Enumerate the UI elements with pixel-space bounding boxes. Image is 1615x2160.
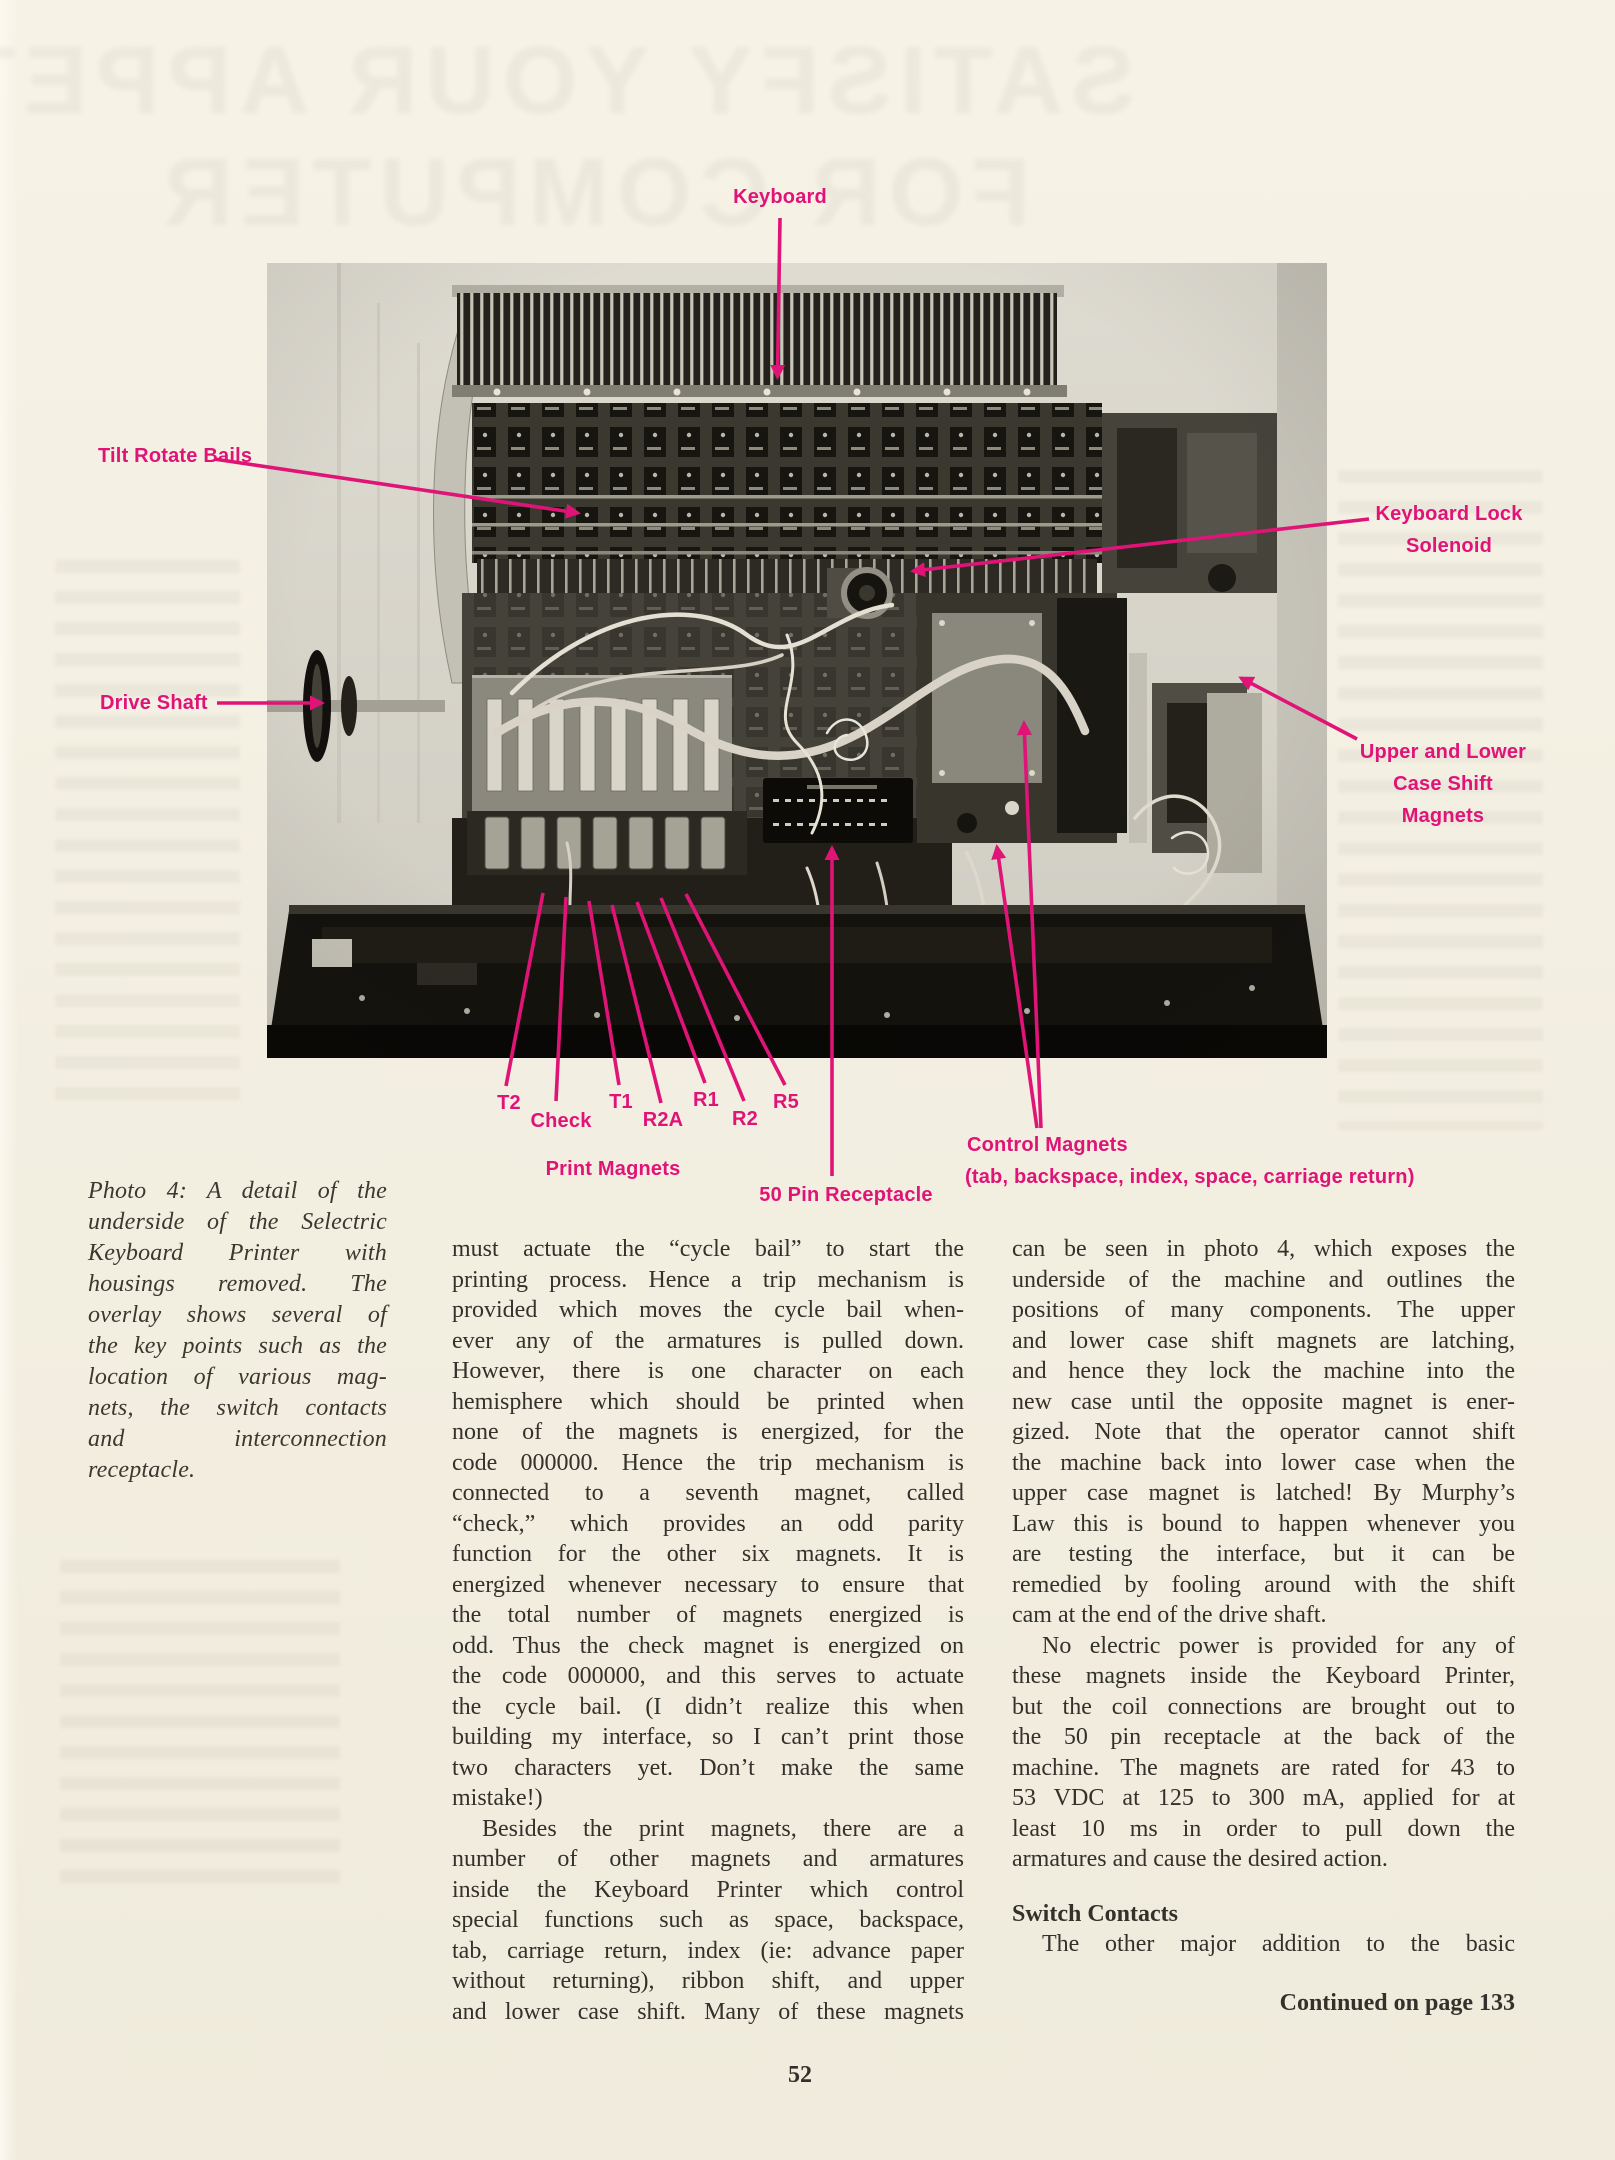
body-text-line: machine. The magnets are rated for 43 to: [1012, 1754, 1515, 1781]
caption-line: and interconnection: [88, 1426, 387, 1452]
ghost-text-block: [1338, 470, 1543, 1130]
label-t2: T2: [497, 1092, 521, 1114]
body-text-line: gized. Note that the operator cannot shi…: [1012, 1419, 1515, 1445]
label-control-magnets: Control Magnets: [967, 1134, 1128, 1156]
body-text-line: the 50 pin receptacle at the back of the: [1012, 1724, 1515, 1750]
body-text-line: odd. Thus the check magnet is energized …: [452, 1632, 964, 1659]
caption-line: location of various mag-: [88, 1364, 387, 1390]
photo-caption: Photo 4: A detail of the underside of the…: [88, 1176, 387, 1486]
body-text-line: ever any of the armatures is pulled down…: [452, 1327, 964, 1354]
label-r2a: R2A: [642, 1109, 684, 1131]
body-text-line: these magnets inside the Keyboard Printe…: [1012, 1663, 1515, 1689]
body-text-line: code 000000. Hence the trip mechanism is: [452, 1449, 964, 1476]
body-text-line: upper case magnet is latched! By Murphy’…: [1012, 1480, 1515, 1506]
body-text-line: number of other magnets and armatures: [452, 1846, 964, 1872]
ghost-headline-line1: SATISFY YOUR APPETITE: [0, 27, 1135, 134]
caption-line: receptacle.: [88, 1457, 196, 1483]
label-r2: R2: [732, 1108, 758, 1130]
body-text-line: must actuate the “cycle bail” to start t…: [452, 1236, 964, 1262]
body-text-line: Besides the print magnets, there are a: [482, 1815, 964, 1842]
label-upper-lower-case-shift-magnets: Upper and Lower Case Shift Magnets: [1360, 741, 1526, 828]
body-text-line: provided which moves the cycle bail when…: [452, 1297, 964, 1323]
body-text-line: without returning), ribbon shift, and up…: [452, 1968, 964, 1994]
label-r5: R5: [773, 1091, 799, 1113]
label-upper-lower-line3: Magnets: [1401, 805, 1485, 827]
body-text-line: least 10 ms in order to pull down the: [1012, 1815, 1515, 1842]
body-text-line: and lower case shift magnets are latchin…: [1012, 1327, 1515, 1354]
body-text-line: function for the other six magnets. It i…: [452, 1541, 964, 1567]
page-number: 52: [788, 2062, 812, 2088]
caption-line: the key points such as the: [88, 1333, 387, 1359]
label-keyboard-lock-line2: Solenoid: [1405, 535, 1493, 557]
caption-line: Keyboard Printer with: [88, 1240, 387, 1266]
label-tilt-rotate-bails: Tilt Rotate Bails: [98, 445, 253, 467]
body-text-line: Continued on page 133: [1279, 1989, 1515, 2016]
label-50-pin-receptacle: 50 Pin Receptacle: [759, 1184, 933, 1206]
body-text-line: However, there is one character on each: [452, 1358, 964, 1384]
body-text-line: building my interface, so I can’t print …: [452, 1724, 964, 1750]
label-keyboard-lock-line1: Keyboard Lock: [1375, 503, 1523, 525]
caption-line: underside of the Selectric: [88, 1209, 387, 1235]
body-text-line: cam at the end of the drive shaft.: [1012, 1602, 1327, 1628]
label-drive-shaft: Drive Shaft: [100, 692, 208, 714]
label-upper-lower-line1: Upper and Lower: [1359, 741, 1527, 763]
label-t1: T1: [609, 1091, 633, 1113]
body-text-line: and hence they lock the machine into the: [1012, 1358, 1515, 1384]
body-text-line: printing process. Hence a trip mechanism…: [452, 1266, 964, 1293]
body-text-line: but the coil connections are brought out…: [1012, 1693, 1515, 1720]
body-text-line: the total number of magnets energized is: [452, 1602, 964, 1628]
body-text-line: remedied by fooling around with the shif…: [1012, 1571, 1515, 1598]
label-r1: R1: [693, 1089, 719, 1111]
caption-line: nets, the switch contacts: [88, 1395, 387, 1421]
body-text-line: and lower case shift. Many of these magn…: [452, 1998, 964, 2025]
body-text-line: Switch Contacts: [1012, 1900, 1178, 1927]
body-text-line: hemisphere which should be printed when: [452, 1388, 964, 1415]
label-check: Check: [530, 1110, 592, 1132]
ghost-headline-line2: FOR COMPUTER: [155, 139, 1030, 246]
body-text-line: Law this is bound to happen whenever you: [1012, 1510, 1515, 1537]
body-text-line: the cycle bail. (I didn’t realize this w…: [452, 1693, 964, 1720]
body-text-line: tab, carriage return, index (ie: advance…: [452, 1937, 964, 1964]
label-keyboard: Keyboard: [733, 186, 827, 208]
body-text-line: two characters yet. Don’t make the same: [452, 1754, 964, 1781]
body-text-line: can be seen in photo 4, which exposes th…: [1012, 1236, 1515, 1262]
body-right-column: can be seen in photo 4, which exposes th…: [1012, 1234, 1515, 2018]
body-text-line: special functions such as space, backspa…: [452, 1907, 964, 1933]
body-text-line: energized whenever necessary to ensure t…: [452, 1571, 964, 1598]
body-text-line: the code 000000, and this serves to actu…: [452, 1663, 964, 1689]
label-upper-lower-line2: Case Shift: [1393, 773, 1493, 795]
ghost-text-block: [55, 560, 240, 1100]
body-left-column: must actuate the “cycle bail” to start t…: [452, 1234, 964, 2027]
label-print-magnets: Print Magnets: [545, 1158, 681, 1180]
label-control-magnets-detail: (tab, backspace, index, space, carriage …: [965, 1166, 1415, 1188]
body-text-line: No electric power is provided for any of: [1042, 1632, 1515, 1659]
body-text-line: The other major addition to the basic: [1042, 1931, 1515, 1957]
body-text-line: positions of many components. The upper: [1012, 1297, 1515, 1323]
selectric-underside-photo: [267, 263, 1327, 1058]
body-text-line: the machine back into lower case when th…: [1012, 1449, 1515, 1476]
body-text-line: inside the Keyboard Printer which contro…: [452, 1876, 964, 1903]
caption-line: Photo 4: A detail of the: [88, 1178, 387, 1204]
body-text-line: armatures and cause the desired action.: [1012, 1846, 1388, 1872]
body-text-line: 53 VDC at 125 to 300 mA, applied for at: [1012, 1785, 1515, 1811]
body-text-line: none of the magnets is energized, for th…: [452, 1419, 964, 1445]
body-text-line: mistake!): [452, 1785, 543, 1811]
scan-edge: [0, 0, 18, 2160]
body-text-line: “check,” which provides an odd parity: [452, 1510, 964, 1537]
ghost-text-block: [60, 1560, 340, 1890]
body-text-line: new case until the opposite magnet is en…: [1012, 1388, 1515, 1415]
body-text-line: are testing the interface, but it can be: [1012, 1541, 1515, 1567]
caption-line: housings removed. The: [88, 1271, 387, 1297]
body-text-line: connected to a seventh magnet, called: [452, 1480, 964, 1506]
caption-line: overlay shows several of: [88, 1302, 387, 1328]
label-keyboard-lock-solenoid: Keyboard Lock Solenoid: [1375, 503, 1522, 558]
body-text-line: underside of the machine and outlines th…: [1012, 1266, 1515, 1293]
